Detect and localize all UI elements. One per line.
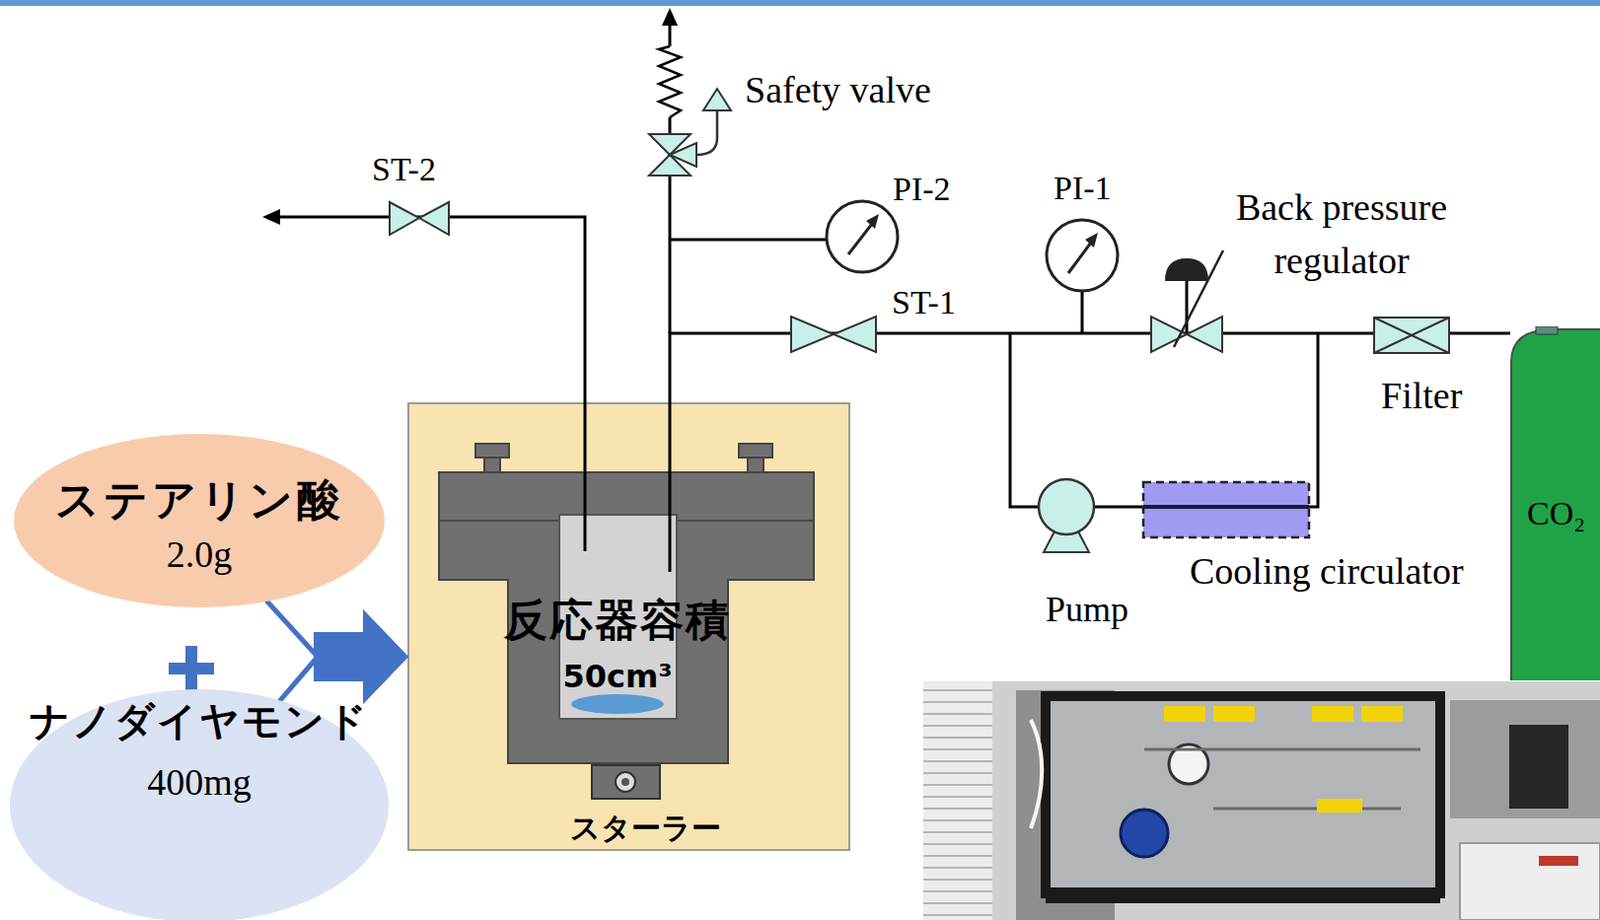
frame-bar — [1045, 887, 1441, 904]
safety-valve-symbol — [703, 88, 731, 111]
vent-line — [696, 110, 718, 155]
safety-valve-symbol — [669, 143, 697, 167]
pipe — [669, 333, 1511, 573]
adjust-slash — [1173, 250, 1224, 348]
pipe — [668, 23, 672, 47]
quantity-text: 2.0g — [166, 532, 233, 577]
gauge-needle — [848, 223, 873, 255]
gauge-needle — [1068, 242, 1091, 274]
pressure-gauge — [826, 201, 898, 273]
quantity-text: 400mg — [146, 760, 252, 804]
vessel-label: 反応器容積 — [504, 595, 731, 646]
stop-valve-symbol — [833, 316, 876, 353]
cylinder-valve — [1535, 326, 1558, 335]
stop-valve-symbol — [791, 316, 834, 353]
frame — [1045, 696, 1441, 894]
flow-arrowhead — [661, 7, 678, 26]
stirrer-unit — [591, 765, 660, 800]
stop-valve-symbol — [419, 202, 449, 235]
reagent-name: ステアリン酸 — [55, 473, 345, 527]
feed-arrow — [280, 609, 409, 705]
filter-symbol — [1374, 317, 1450, 354]
ellipse-fill — [9, 689, 389, 920]
stop-valve-symbol — [389, 202, 420, 235]
block-arrow — [313, 609, 409, 705]
ellipse-fill — [13, 434, 385, 608]
pipe — [668, 175, 672, 334]
pressure-gauge — [1046, 219, 1118, 291]
header-band — [0, 0, 1600, 6]
gas-name: CO₂ — [1527, 494, 1586, 534]
photo-device — [1509, 725, 1569, 809]
valve-tag — [1316, 799, 1363, 813]
blind-slats — [923, 690, 993, 916]
reactor-vessel: 反応器容積 50cm³ — [493, 572, 742, 701]
gauge-tag-label: PI-2 — [892, 168, 951, 210]
feed-line — [280, 656, 318, 701]
filter-symbol — [1374, 317, 1450, 354]
photo-badge — [1538, 856, 1579, 867]
valve-tag — [1213, 706, 1255, 723]
gauge-needle — [866, 214, 879, 229]
cylinder-body — [1511, 329, 1600, 681]
apparatus-photo — [923, 681, 1600, 920]
stirrer-knob — [615, 772, 636, 793]
valve-tag — [1163, 706, 1206, 723]
photo-handwheel — [1120, 809, 1168, 858]
stir-bar — [571, 694, 664, 715]
feed-arrow — [267, 601, 409, 705]
photo-ground — [923, 681, 1600, 920]
component-label: Pump — [1045, 588, 1129, 632]
reagent-ellipse: ナノダイヤモンド 400mg — [9, 689, 389, 920]
pipe — [1010, 333, 1039, 508]
bolt-head — [738, 443, 773, 458]
valve-tag — [1361, 706, 1403, 723]
vessel-body — [438, 472, 814, 764]
reactor-housing — [408, 403, 850, 851]
photo-wall — [1450, 700, 1600, 819]
plus-sign — [185, 646, 198, 692]
feed-line — [267, 601, 318, 657]
regulator-valve-symbol — [1186, 316, 1223, 353]
bolt-head — [475, 443, 510, 458]
cooling-circulator — [1143, 482, 1310, 538]
component-label: Cooling circulator — [1189, 548, 1464, 594]
valve-tag-label: ST-1 — [891, 282, 956, 323]
pipe — [1093, 506, 1144, 510]
window-blind — [923, 681, 993, 920]
gas-cylinder: CO₂ — [1510, 326, 1600, 681]
pipe-line — [669, 333, 1511, 573]
reactor-housing: スターラー 反応器容積 50cm³ — [408, 403, 850, 851]
component-label: Filter — [1381, 372, 1462, 419]
cable — [1030, 720, 1042, 829]
reagent-ellipse: ステアリン酸 2.0g — [13, 434, 385, 608]
block-arrow — [313, 609, 409, 705]
regulator-actuator — [1164, 258, 1209, 282]
relief-spring — [658, 46, 681, 118]
gauge-needle — [1085, 232, 1098, 248]
gauge-tag-label: PI-1 — [1053, 167, 1112, 209]
cooling-coil — [1143, 505, 1310, 510]
pipe — [669, 238, 827, 242]
photo-tube — [1144, 748, 1421, 752]
photo-chiller — [1459, 843, 1600, 920]
photo-tube — [1213, 807, 1401, 811]
reagent-name: ナノダイヤモンド — [29, 697, 369, 745]
valve-tag-label: ST-2 — [371, 148, 437, 190]
volume-value: 50cm³ — [563, 656, 673, 697]
pump-symbol — [1038, 479, 1094, 535]
component-label: Safety valve — [744, 67, 932, 113]
stirrer-label: スターラー — [570, 810, 722, 847]
pipe — [668, 117, 672, 135]
flow-arrowhead — [262, 209, 281, 225]
valve-tag — [1311, 706, 1354, 723]
pipe — [1081, 290, 1085, 334]
pipe — [1309, 333, 1318, 508]
stirrer-knob — [621, 778, 630, 787]
component-label: Back pressure regulator — [1208, 180, 1475, 288]
